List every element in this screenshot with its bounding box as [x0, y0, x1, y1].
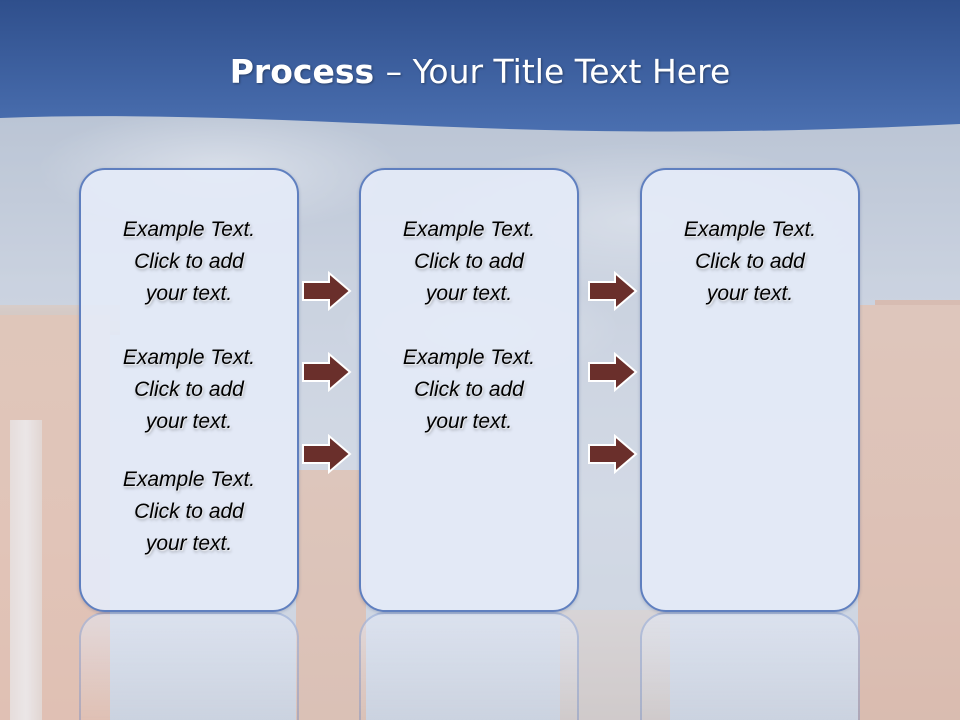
right-arrow-icon[interactable] — [302, 434, 352, 474]
text-line: Example Text. — [122, 468, 256, 491]
text-line: Click to add — [134, 500, 244, 523]
background-column — [10, 420, 42, 720]
box-reflection — [359, 612, 579, 720]
text-line: Example Text. — [402, 218, 536, 241]
text-line: Click to add — [414, 378, 524, 401]
right-arrow-icon[interactable] — [588, 434, 638, 474]
process-box-1[interactable]: Example Text. Click to add your text. Ex… — [79, 168, 299, 612]
background-building — [858, 305, 960, 720]
text-line: Click to add — [134, 250, 244, 273]
process-box-3[interactable]: Example Text. Click to add your text. — [640, 168, 860, 612]
text-line: Example Text. — [122, 346, 256, 369]
text-line: your text. — [145, 532, 233, 555]
right-arrow-icon[interactable] — [302, 352, 352, 392]
text-placeholder[interactable]: Example Text. Click to add your text. — [642, 214, 858, 310]
right-arrow-icon[interactable] — [588, 271, 638, 311]
title-rest: – Your Title Text Here — [385, 52, 731, 91]
text-line: Click to add — [414, 250, 524, 273]
text-line: your text. — [145, 282, 233, 305]
page-title[interactable]: Process – Your Title Text Here — [0, 52, 960, 91]
text-line: Click to add — [695, 250, 805, 273]
title-bold: Process — [229, 52, 386, 91]
text-line: your text. — [145, 410, 233, 433]
text-line: Example Text. — [122, 218, 256, 241]
text-line: your text. — [425, 410, 513, 433]
text-line: Click to add — [134, 378, 244, 401]
box-reflection — [79, 612, 299, 720]
text-line: your text. — [425, 282, 513, 305]
text-placeholder[interactable]: Example Text. Click to add your text. — [81, 464, 297, 560]
text-placeholder[interactable]: Example Text. Click to add your text. — [81, 342, 297, 438]
right-arrow-icon[interactable] — [302, 271, 352, 311]
title-band — [0, 0, 960, 132]
background-building — [296, 470, 366, 720]
process-box-2[interactable]: Example Text. Click to add your text. Ex… — [359, 168, 579, 612]
box-reflection — [640, 612, 860, 720]
text-line: Example Text. — [683, 218, 817, 241]
text-placeholder[interactable]: Example Text. Click to add your text. — [81, 214, 297, 310]
text-line: your text. — [706, 282, 794, 305]
text-placeholder[interactable]: Example Text. Click to add your text. — [361, 342, 577, 438]
text-line: Example Text. — [402, 346, 536, 369]
right-arrow-icon[interactable] — [588, 352, 638, 392]
text-placeholder[interactable]: Example Text. Click to add your text. — [361, 214, 577, 310]
